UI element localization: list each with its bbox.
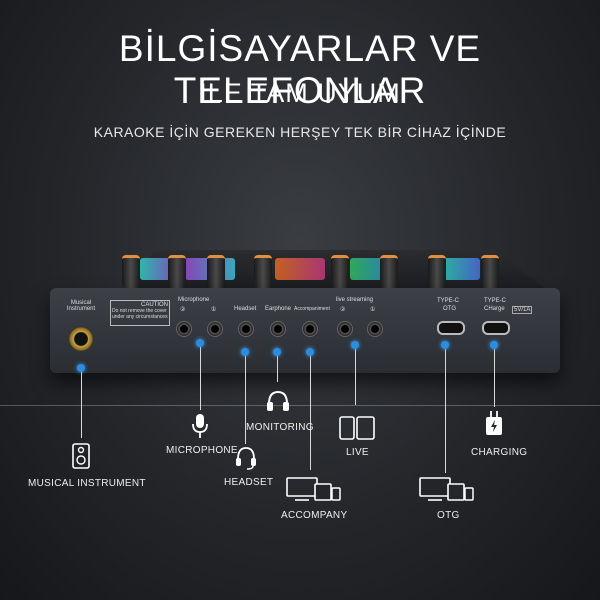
connector-line bbox=[494, 345, 495, 407]
connector-dot bbox=[351, 341, 359, 349]
usb-c-otg-port[interactable] bbox=[437, 321, 465, 335]
microphone-jack-2[interactable] bbox=[176, 321, 192, 337]
panel-label-accompaniment: Accompaniment bbox=[294, 306, 330, 312]
panel-label-musical-instrument: Musical Instrument bbox=[66, 300, 96, 312]
microphone-jack-1[interactable] bbox=[207, 321, 223, 337]
callout-musical-instrument: MUSICAL INSTRUMENT bbox=[28, 478, 146, 489]
panel-label-charge: CHarge bbox=[484, 306, 505, 312]
knob[interactable] bbox=[254, 255, 272, 288]
instrument-jack[interactable] bbox=[68, 326, 94, 352]
callout-microphone: MICROPHONE bbox=[166, 445, 238, 456]
phone-tablet-icon bbox=[339, 416, 375, 440]
headline-title: BİLGİSAYARLAR VE TELEFONLAR bbox=[118, 28, 482, 111]
connector-dot bbox=[441, 341, 449, 349]
usb-c-charge-port[interactable] bbox=[482, 321, 510, 335]
callout-headset: HEADSET bbox=[224, 477, 274, 488]
panel-label-mic-ch1: ① bbox=[211, 307, 217, 313]
connector-line bbox=[355, 345, 356, 405]
connector-line bbox=[310, 352, 311, 470]
connector-dot bbox=[241, 348, 249, 356]
led-pad bbox=[275, 258, 325, 280]
callout-monitoring: MONITORING bbox=[246, 422, 314, 433]
connector-line bbox=[81, 368, 82, 438]
connector-dot bbox=[306, 348, 314, 356]
led-pad bbox=[140, 258, 176, 280]
caution-title: CAUTION bbox=[141, 302, 168, 308]
charger-icon bbox=[486, 411, 502, 435]
headset-icon bbox=[236, 447, 256, 470]
panel-label-typec-otg: TYPE-C bbox=[437, 298, 460, 304]
live-streaming-jack-1[interactable] bbox=[367, 321, 383, 337]
devices-icon-otg bbox=[419, 477, 474, 501]
knob[interactable] bbox=[331, 255, 349, 288]
caution-text: Do not remove the cover under any circum… bbox=[112, 308, 168, 320]
devices-icon bbox=[286, 477, 341, 501]
caution-label: CAUTION Do not remove the cover under an… bbox=[110, 300, 170, 326]
connector-dot bbox=[77, 364, 85, 372]
headline-subtitle: KARAOKE İÇİN GEREKEN HERŞEY TEK BİR CİHA… bbox=[93, 124, 507, 140]
callout-charging: CHARGING bbox=[471, 447, 528, 458]
panel-label-mic-ch2: ② bbox=[180, 307, 186, 313]
callout-accompany: ACCOMPANY bbox=[281, 510, 348, 521]
callout-otg: OTG bbox=[437, 510, 460, 521]
panel-label-live-streaming: live streaming bbox=[336, 297, 374, 303]
led-pad bbox=[440, 258, 480, 280]
connector-dot bbox=[490, 341, 498, 349]
panel-label-earphone: Earphone bbox=[265, 306, 292, 312]
knob[interactable] bbox=[380, 255, 398, 288]
panel-label-typec-charge: TYPE-C bbox=[484, 298, 507, 304]
panel-label-headset: Headset bbox=[234, 306, 257, 312]
headline-title-line2: İLE TAM UYUM bbox=[199, 78, 401, 108]
live-streaming-jack-2[interactable] bbox=[337, 321, 353, 337]
connector-line bbox=[277, 352, 278, 382]
panel-label-charge-rating: 5V/1A bbox=[512, 306, 533, 314]
knob[interactable] bbox=[481, 255, 499, 288]
knob[interactable] bbox=[122, 255, 140, 288]
connector-line bbox=[200, 343, 201, 410]
connector-dot bbox=[273, 348, 281, 356]
floor-line bbox=[0, 405, 600, 406]
accompaniment-jack[interactable] bbox=[302, 321, 318, 337]
connector-dot bbox=[196, 339, 204, 347]
microphone-icon bbox=[192, 414, 208, 438]
panel-label-live-ch1: ① bbox=[370, 307, 376, 313]
knob[interactable] bbox=[207, 255, 225, 288]
headphones-icon bbox=[267, 390, 289, 411]
speaker-icon bbox=[72, 443, 90, 469]
panel-label-microphone: Microphone bbox=[178, 297, 210, 303]
connector-line bbox=[445, 345, 446, 473]
knob[interactable] bbox=[168, 255, 186, 288]
panel-label-otg: OTG bbox=[443, 306, 456, 312]
panel-label-live-ch2: ② bbox=[340, 307, 346, 313]
callout-live: LIVE bbox=[346, 447, 369, 458]
headset-jack[interactable] bbox=[238, 321, 254, 337]
connector-line bbox=[245, 352, 246, 444]
earphone-jack[interactable] bbox=[270, 321, 286, 337]
knob[interactable] bbox=[428, 255, 446, 288]
